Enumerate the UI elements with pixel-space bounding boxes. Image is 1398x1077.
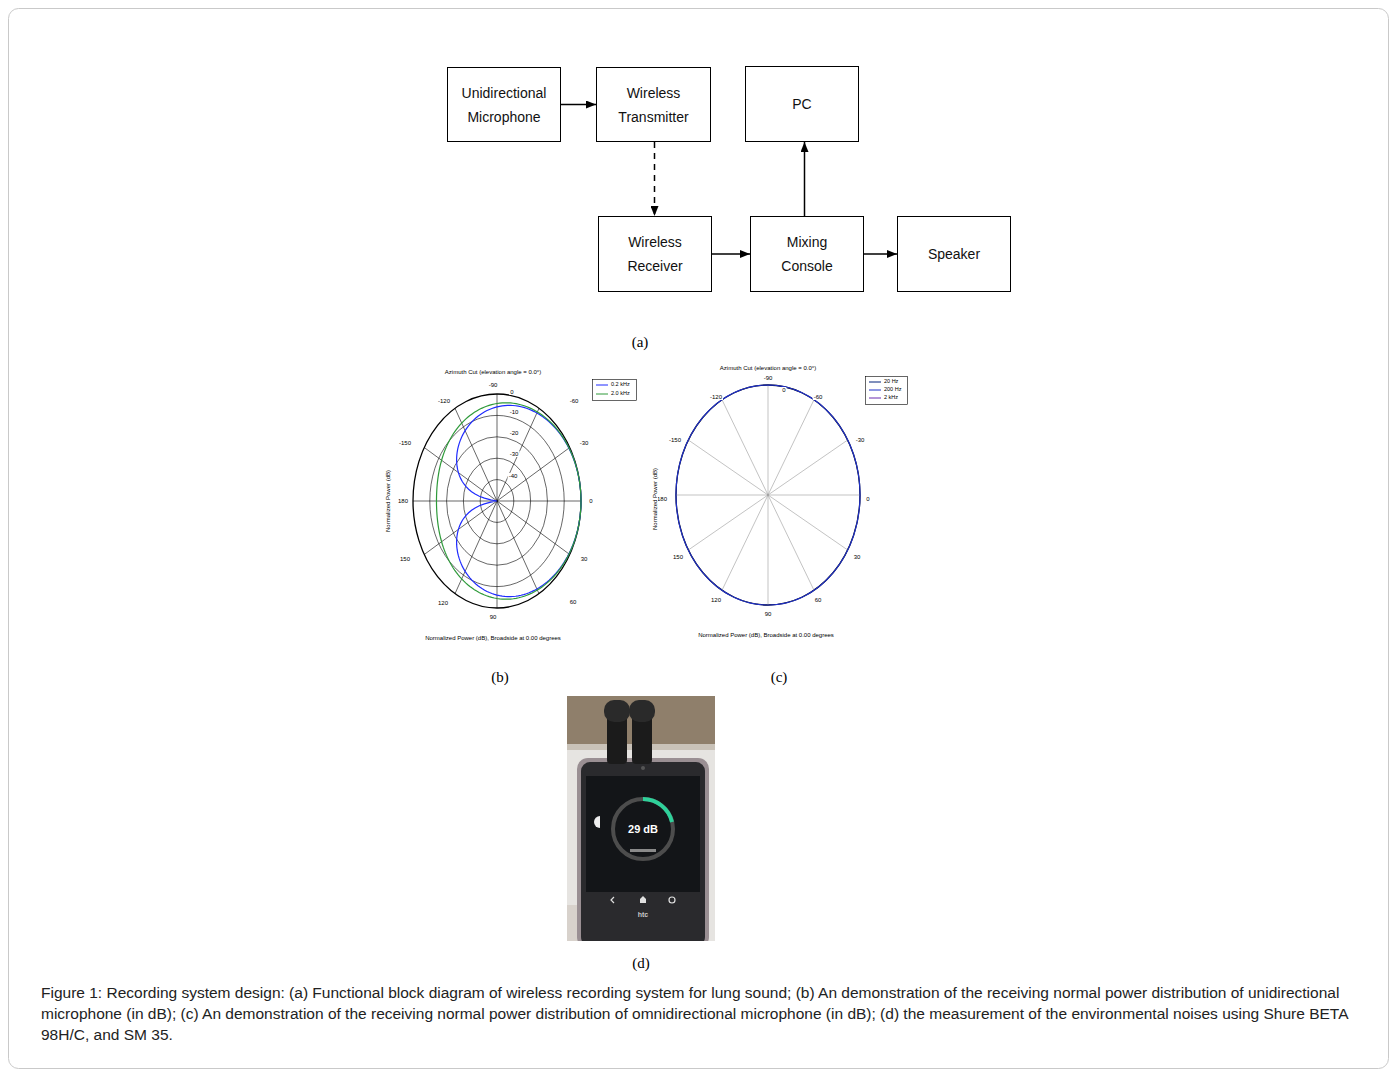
signal-arrow [864, 253, 897, 255]
phone-camera [641, 766, 645, 770]
legend-line-sample [596, 394, 608, 395]
angle-tick: -30 [855, 437, 866, 443]
signal-arrow [804, 142, 806, 216]
angle-tick: -30 [579, 440, 590, 446]
brand-logo: htc [638, 911, 649, 918]
axis-label: Normalized Power (dB), Broadside at 0.00… [424, 635, 562, 641]
angle-tick: -90 [488, 382, 499, 388]
polar-plot [676, 385, 860, 605]
box-label: Mixing Console [761, 230, 853, 278]
angle-tick: -120 [709, 394, 723, 400]
angle-tick: 120 [437, 600, 449, 606]
angle-tick: 180 [397, 498, 409, 504]
angle-tick: -60 [569, 398, 580, 404]
figure-frame [9, 9, 1389, 1069]
process-box: Speaker [897, 216, 1011, 292]
phone-frame [577, 758, 709, 941]
signal-arrow [712, 253, 750, 255]
legend-box [593, 380, 637, 401]
angle-tick: 120 [710, 597, 722, 603]
legend-line-sample [869, 382, 881, 383]
screen-icon [594, 816, 600, 828]
gauge-ring [613, 799, 673, 859]
polar-plots [413, 385, 860, 608]
axis-label: Normalized Power (dB) [385, 469, 391, 533]
angle-tick: 60 [569, 599, 578, 605]
phone-body [581, 762, 705, 941]
figure-caption: Figure 1: Recording system design: (a) F… [41, 982, 1359, 1045]
box-label: Unidirectional Microphone [458, 81, 550, 129]
legend-line-sample [869, 398, 881, 399]
process-box: Wireless Receiver [598, 216, 712, 292]
legend-label: 0.2 kHz [611, 382, 630, 388]
radial-tick: -10 [509, 409, 520, 415]
pattern-curve [457, 405, 581, 596]
phone-photo [567, 696, 715, 941]
box-label: Wireless Receiver [609, 230, 701, 278]
plot-title: Azimuth Cut (elevation angle = 0.0°) [719, 365, 817, 371]
angle-tick: 150 [399, 556, 411, 562]
angle-tick: -150 [668, 437, 682, 443]
box-label: Wireless Transmitter [608, 81, 700, 129]
screen-reading: 29 dB [628, 824, 658, 835]
legend-label: 20 Hz [884, 379, 898, 385]
process-box: Unidirectional Microphone [447, 67, 561, 142]
angle-tick: -120 [437, 398, 451, 404]
radial-tick: 0 [509, 389, 514, 395]
microphone-head [629, 700, 655, 722]
panel-label: (d) [630, 956, 652, 971]
angle-tick: -60 [813, 394, 824, 400]
angle-tick: -150 [398, 440, 412, 446]
radial-tick: 0 [781, 387, 786, 393]
phone-screen [586, 776, 700, 892]
angle-tick: 150 [672, 554, 684, 560]
legend-label: 2.0 kHz [611, 391, 630, 397]
signal-arrow [654, 142, 656, 216]
signal-arrow [561, 104, 596, 106]
process-box: Wireless Transmitter [596, 67, 711, 142]
legend-label: 200 Hz [884, 387, 901, 393]
screen-status-bar [630, 849, 656, 852]
process-box: PC [745, 66, 859, 142]
radial-tick: -30 [509, 451, 520, 457]
angle-tick: 0 [588, 498, 593, 504]
legend-box [866, 377, 908, 405]
box-label: Speaker [928, 242, 980, 266]
polar-ring [676, 385, 860, 605]
angle-tick: -90 [763, 375, 774, 381]
angle-tick: 0 [865, 496, 870, 502]
box-label: PC [792, 92, 811, 116]
axis-label: Normalized Power (dB), Broadside at 0.00… [697, 632, 835, 638]
angle-tick: 90 [489, 614, 498, 620]
process-box: Mixing Console [750, 216, 864, 292]
legend-line-sample [596, 385, 608, 386]
panel-label: (c) [769, 670, 790, 685]
panel-label: (a) [630, 335, 651, 350]
radial-tick: -20 [509, 430, 520, 436]
polar-spoke [688, 440, 847, 550]
pattern-curve [676, 385, 860, 605]
legend-line-sample [869, 390, 881, 391]
radial-tick: -40 [508, 473, 519, 479]
nav-recent-icon [669, 897, 675, 903]
panel-label: (b) [489, 670, 511, 685]
microphone-head [604, 700, 630, 722]
polar-plot [413, 394, 581, 608]
legend-label: 2 kHz [884, 395, 898, 401]
angle-tick: 60 [814, 597, 823, 603]
angle-tick: 30 [853, 554, 862, 560]
nav-back-icon [611, 897, 614, 903]
pattern-curve [436, 403, 581, 599]
angle-tick: 90 [764, 611, 773, 617]
gauge-arc [643, 799, 672, 822]
nav-home-icon [640, 896, 646, 903]
angle-tick: 30 [580, 556, 589, 562]
axis-label: Normalized Power (dB) [652, 467, 658, 531]
plot-title: Azimuth Cut (elevation angle = 0.0°) [444, 369, 542, 375]
polar-ring [413, 394, 581, 608]
